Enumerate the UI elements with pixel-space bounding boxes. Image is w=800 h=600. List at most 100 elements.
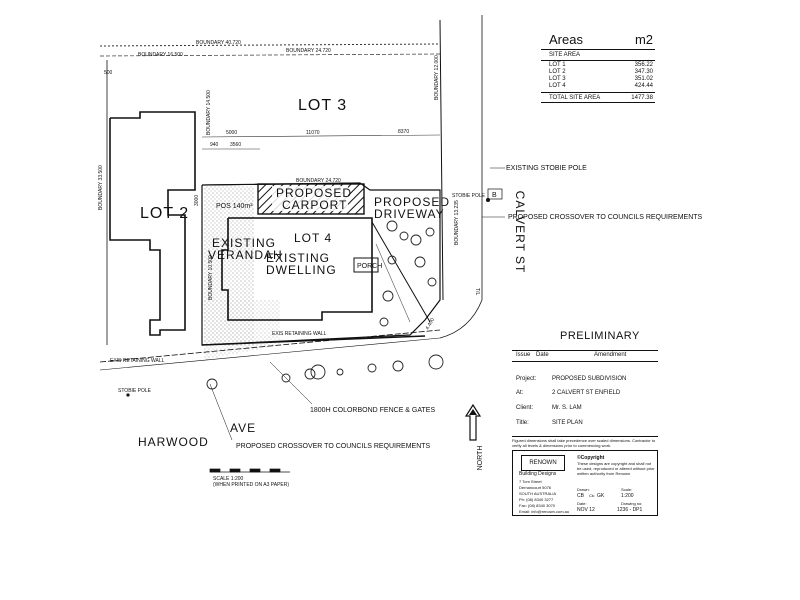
dim-11070: 11070 (306, 130, 320, 136)
areas-title: Areas (549, 32, 583, 47)
dim-3000: 3000 (194, 195, 200, 206)
colorbond-fence (201, 335, 426, 346)
areas-total-label: TOTAL SITE AREA (549, 95, 601, 101)
north-label: NORTH (477, 446, 484, 471)
dim-940: 940 (210, 142, 219, 148)
lot-2-building (109, 111, 196, 336)
dwelling-label-2: DWELLING (266, 263, 337, 277)
company-logo: RENOWN (521, 455, 565, 471)
stobie-pole-left-label: STOBIE POLE (118, 388, 152, 394)
harwood-label: HARWOOD (138, 435, 209, 449)
scale-bar (209, 468, 290, 473)
company-address: 7 Tom Street Dernancourt 5076 SOUTH AUST… (519, 479, 569, 515)
company-panel: RENOWN Building Designs 7 Tom Street Der… (512, 450, 658, 516)
areas-header: Areas m2 (541, 32, 655, 50)
checked-label: Ck: (589, 493, 595, 498)
top-boundary-line (99, 43, 441, 47)
areas-row-value: 347.30 (634, 69, 653, 75)
dim-3560: 3560 (230, 142, 241, 148)
ave-label: AVE (230, 421, 256, 435)
title-field-label: Title: (516, 420, 529, 426)
fax: Fax: (08) 8340 3070 (519, 503, 556, 508)
fence-label: 1800H COLORBOND FENCE & GATES (310, 407, 435, 414)
stobie-pole-left-marker (126, 393, 130, 397)
drawn-value: CB (577, 493, 584, 499)
porch-label: PORCH (357, 263, 382, 270)
dim-8370: 8370 (398, 129, 409, 135)
date-col: Date (536, 352, 549, 358)
stobie-pole-right-label: STOBIE POLE (452, 193, 486, 199)
date-field-label: Date: (577, 501, 587, 506)
areas-subheader: SITE AREA (541, 50, 655, 61)
areas-row-label: LOT 3 (549, 76, 566, 82)
existing-stobie-pole-label: EXISTING STOBIE POLE (506, 165, 587, 172)
dim-boundary-lot4-right: BOUNDARY 13.235 (454, 200, 460, 245)
crossover-bottom-label: PROPOSED CROSSOVER TO COUNCILS REQUIREME… (236, 443, 431, 450)
driveway-label-1: PROPOSED (374, 195, 450, 209)
areas-row: LOT 3 351.02 (541, 75, 655, 82)
harwood-ave-kerb (99, 337, 441, 371)
project-field-label: Project: (516, 376, 537, 382)
areas-row-label: LOT 2 (549, 69, 566, 75)
phone: Ph: (08) 8340 3277 (519, 497, 554, 502)
top-boundary-line-2 (99, 53, 441, 57)
address-line: Dernancourt 5076 (519, 485, 552, 490)
title-value: SITE PLAN (552, 420, 583, 426)
b-marker-box (487, 188, 503, 200)
north-arrow-inner (469, 409, 477, 415)
areas-row: LOT 1 356.22 (541, 61, 655, 68)
scale-label: SCALE 1:200 (213, 476, 244, 482)
verandah-label-2: VERANDAH (208, 248, 283, 262)
scale-field-value: 1:200 (621, 493, 634, 499)
copyright-title: ©Copyright (577, 455, 605, 461)
amendment-col: Amendment (594, 352, 627, 358)
lot-2-label: LOT 2 (140, 205, 189, 222)
calvert-st-label: CALVERT ST (513, 191, 527, 274)
issue-col: Issue (516, 352, 531, 358)
at-field-label: At: (516, 390, 524, 396)
areas-row-value: 356.22 (634, 62, 653, 68)
areas-total-row: TOTAL SITE AREA 1477.38 (541, 92, 655, 103)
status-label: PRELIMINARY (560, 330, 640, 342)
areas-row-value: 351.02 (634, 76, 653, 82)
corner-kerb (439, 299, 483, 339)
driveway-label-2: DRIVEWAY (374, 207, 445, 221)
lot-3-label: LOT 3 (298, 97, 347, 114)
areas-unit: m2 (634, 32, 653, 47)
dim-boundary-top-total: BOUNDARY 40.720 (196, 40, 241, 46)
carport-label-1: PROPOSED (276, 186, 352, 200)
areas-total-value: 1477.38 (631, 95, 653, 101)
crossover-right-label: PROPOSED CROSSOVER TO COUNCILS REQUIREME… (508, 214, 703, 221)
retaining-wall-label-2: EXIS RETAINING WALL (110, 358, 165, 364)
pos-area (204, 300, 280, 360)
driveway-edge (371, 221, 431, 323)
dim-500: 500 (104, 70, 113, 76)
harwood-ave-boundary (99, 329, 441, 363)
scale-field-label: Scale: (621, 487, 633, 492)
lot-3-boundary-dim (201, 134, 441, 138)
areas-row-label: LOT 1 (549, 62, 566, 68)
dwelling-label-1: EXISTING (266, 251, 330, 265)
proposed-carport-label-bg (272, 186, 348, 211)
scale-note: (WHEN PRINTED ON A3 PAPER) (213, 482, 289, 488)
checked-value: GK (597, 493, 605, 499)
dim-boundary-left: BOUNDARY 33.500 (98, 165, 104, 210)
carport-label-2: CARPORT (282, 198, 347, 212)
areas-table: Areas m2 SITE AREA LOT 1 356.22 LOT 2 34… (541, 32, 655, 103)
title-block: PRELIMINARY Issue Date Amendment Project… (512, 326, 658, 520)
existing-dwelling (221, 217, 373, 321)
date-field-value: NOV 12 (577, 507, 595, 513)
drawing-no-label: Drawing no: (621, 501, 643, 506)
areas-row-value: 424.44 (634, 83, 653, 89)
client-value: Mr. S. LAM (552, 405, 582, 411)
verandah-label-1: EXISTING (212, 236, 276, 250)
at-value: 2 CALVERT ST ENFIELD (552, 390, 621, 396)
copyright-text: These designs are copyright and shall no… (577, 461, 655, 476)
landscaping (206, 220, 444, 390)
dim-boundary-top-left: BOUNDARY 16.500 (138, 52, 183, 58)
lot-4-label: LOT 4 (294, 231, 332, 245)
address-line: 7 Tom Street (519, 479, 542, 484)
dimension-note: Figured dimensions shall take precedence… (512, 436, 658, 448)
areas-row: LOT 2 347.30 (541, 68, 655, 75)
porch-outline (353, 257, 379, 273)
